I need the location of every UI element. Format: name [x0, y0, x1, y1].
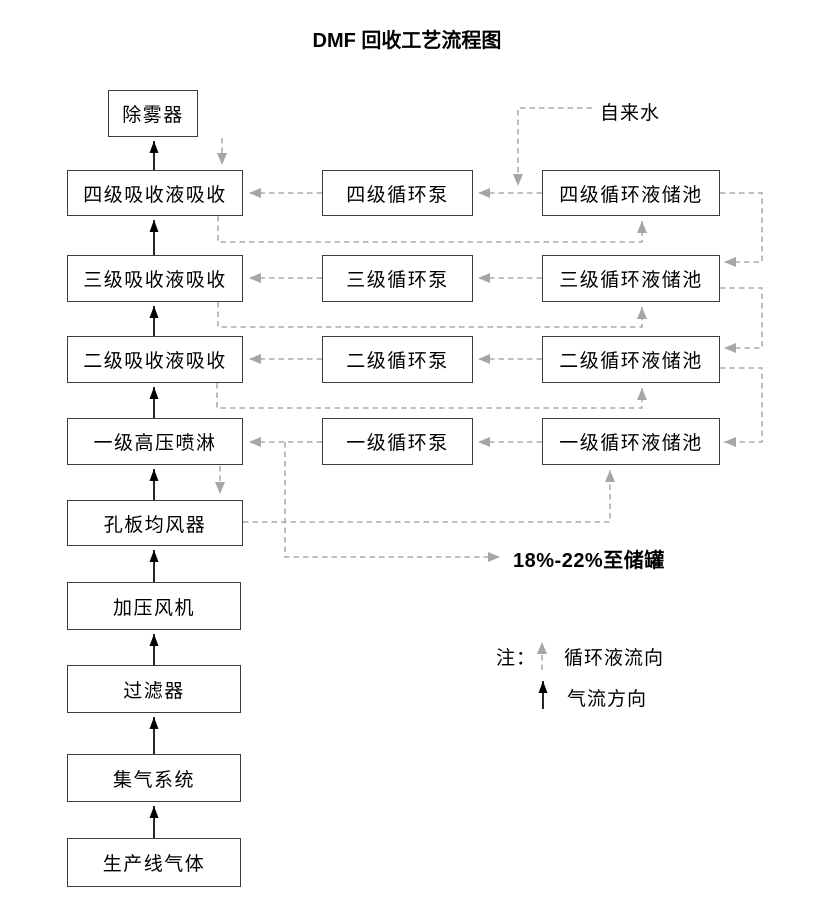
- node-orifice-distributor: 孔板均风器: [67, 500, 243, 546]
- absorber-return-line-stage4: [217, 216, 647, 243]
- node-tank-stage1: 一级循环液储池: [542, 418, 720, 465]
- tap-water-line: [513, 107, 592, 186]
- tank-cascade-line-3-to-2: [720, 287, 763, 353]
- page-title: DMF 回收工艺流程图: [312, 30, 502, 52]
- legend-dashed-label: 循环液流向: [564, 648, 665, 669]
- node-gas-collection: 集气系统: [67, 754, 241, 802]
- node-filter: 过滤器: [67, 665, 241, 713]
- node-demister: 除雾器: [108, 90, 198, 137]
- legend-solid-label: 气流方向: [567, 689, 648, 710]
- node-absorber-stage2: 二级吸收液吸收: [67, 336, 243, 383]
- node-tank-stage3: 三级循环液储池: [542, 255, 720, 302]
- node-pressure-fan: 加压风机: [67, 582, 241, 630]
- node-production-gas: 生产线气体: [67, 838, 241, 887]
- node-pump-stage2: 二级循环泵: [322, 336, 473, 383]
- distributor-return-line-stage1: [243, 470, 615, 523]
- to-storage-label: 18%-22%至储罐: [513, 550, 665, 572]
- tap-water-label: 自来水: [600, 103, 661, 124]
- node-high-pressure-spray: 一级高压喷淋: [67, 418, 243, 465]
- node-tank-stage2: 二级循环液储池: [542, 336, 720, 383]
- node-absorber-stage3: 三级吸收液吸收: [67, 255, 243, 302]
- tank-cascade-line-2-to-1: [720, 367, 763, 447]
- legend-note: 注：: [496, 648, 537, 669]
- absorber-return-line-stage3: [217, 302, 647, 328]
- node-pump-stage4: 四级循环泵: [322, 170, 473, 216]
- node-pump-stage1: 一级循环泵: [322, 418, 473, 465]
- node-tank-stage4: 四级循环液储池: [542, 170, 720, 216]
- absorber-return-line-stage2: [216, 383, 647, 409]
- node-absorber-stage4: 四级吸收液吸收: [67, 170, 243, 216]
- node-pump-stage3: 三级循环泵: [322, 255, 473, 302]
- branch-to-storage-line: [284, 442, 500, 562]
- tank-cascade-line-4-to-3: [720, 192, 763, 267]
